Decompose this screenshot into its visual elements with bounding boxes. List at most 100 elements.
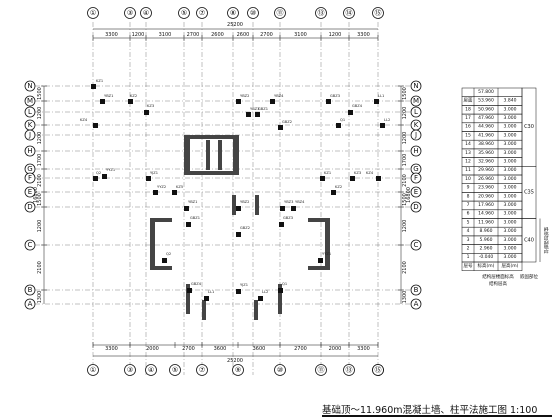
concrete-grade: C40: [524, 237, 534, 243]
column: [278, 288, 283, 293]
table-cell: 3.000: [504, 254, 517, 260]
axis-bubble-top: [178, 7, 190, 19]
axis-label-top: ⑪: [277, 9, 284, 17]
axis-label-top: ⑧: [230, 9, 236, 17]
axis-bubble-bottom: [169, 364, 181, 376]
table-cell: 23.960: [478, 185, 494, 191]
axis-label-right: D: [413, 203, 418, 211]
bottom-dim-text: 3300: [357, 346, 370, 352]
column-label: KZ3: [147, 104, 154, 108]
axis-bubble-right: [410, 186, 422, 198]
top-dim-text: 2600: [211, 32, 224, 38]
axis-label-right: L: [414, 108, 418, 116]
top-dim-text: 2700: [260, 32, 273, 38]
axis-label-left: K: [28, 121, 33, 129]
column-label: LL2: [262, 290, 268, 294]
top-dim-text: 3300: [357, 32, 370, 38]
column: [128, 99, 133, 104]
axis-label-top: ⑤: [181, 9, 187, 17]
axis-bubble-left: [24, 172, 36, 184]
table-cell: 57.800: [478, 89, 494, 95]
table-cell: 41.960: [478, 132, 494, 138]
table-cell: 3.000: [504, 115, 517, 121]
table-cell: 5.960: [480, 237, 493, 243]
axis-bubble-top: [343, 7, 355, 19]
axis-label-left: D: [27, 203, 32, 211]
embed-label: 嵌固部位: [520, 273, 538, 280]
table-cell: 7: [467, 202, 470, 208]
axis-label-bottom: ⑪: [318, 366, 325, 374]
table-cell: 3.000: [504, 228, 517, 234]
bottom-overall-dim: 25200: [227, 358, 243, 364]
axis-bubble-right: [410, 284, 422, 296]
bottom-dim-text: 3600: [253, 346, 266, 352]
column: [91, 84, 96, 89]
table-note: 结构层高: [489, 280, 507, 287]
shear-wall: [186, 284, 190, 314]
column: [146, 176, 151, 181]
right-dim-text: 1700: [402, 154, 408, 167]
shear-wall: [308, 266, 330, 270]
column-label: YJZ1: [150, 171, 158, 175]
column-label: Q1: [340, 118, 345, 122]
shear-wall: [184, 135, 239, 139]
axis-bubble-right: [410, 239, 422, 251]
column-label: LL2: [384, 118, 390, 122]
right-dim-text: 1300: [402, 291, 408, 304]
axis-bubble-bottom: [274, 364, 286, 376]
grid-lines: [35, 22, 410, 375]
axis-bubble-left: [24, 284, 36, 296]
shear-wall: [150, 218, 155, 270]
table-cell: 14.960: [478, 211, 494, 217]
column: [100, 99, 105, 104]
axis-label-right: N: [413, 82, 418, 90]
column: [376, 176, 381, 181]
bottom-dim-text: 3300: [105, 346, 118, 352]
axis-bubbles: ①③④⑤⑦⑧⑩⑪⑬⑭⑮①③④⑤⑦⑨⑩⑪⑬⑭⑮NMLKJHGFEDCBANMLKJ…: [24, 7, 422, 376]
column-label: YYZ2: [157, 185, 166, 189]
column-label: KZ2: [335, 185, 342, 189]
right-overall-dim: 16800: [406, 187, 412, 203]
axis-bubble-left: [24, 106, 36, 118]
table-cell: 3.000: [504, 245, 517, 251]
axis-bubble-right: [410, 172, 422, 184]
column-label: KZ5: [176, 185, 183, 189]
column: [236, 99, 241, 104]
shear-wall: [278, 284, 282, 314]
axis-label-right: A: [414, 300, 419, 308]
axis-label-top: ⑭: [346, 9, 353, 17]
table-cell: 50.960: [478, 106, 494, 112]
column-label: KZ4: [80, 118, 88, 122]
axis-label-bottom: ③: [127, 366, 133, 374]
table-cell: 17.960: [478, 202, 494, 208]
left-overall-dim: 16800: [33, 187, 39, 203]
bottom-dim-text: 2700: [294, 346, 307, 352]
axis-label-left: E: [28, 188, 32, 196]
axis-label-top: ⑬: [318, 9, 325, 17]
table-cell: 3.000: [504, 132, 517, 138]
table-cell: 15: [465, 132, 471, 138]
column-label: YBZ2: [240, 200, 249, 204]
table-cell: 8: [467, 193, 470, 199]
axis-label-bottom: ⑤: [172, 366, 178, 374]
axis-bubble-top: [140, 7, 152, 19]
concrete-grade: C35: [524, 189, 534, 195]
shear-wall: [255, 195, 259, 215]
column: [236, 289, 241, 294]
column-label: GBZ4: [352, 104, 363, 108]
column-label: YYZ1: [322, 252, 331, 256]
axis-label-bottom: ①: [90, 366, 96, 374]
table-cell: 3.000: [504, 193, 517, 199]
table-cell: 18: [465, 106, 471, 112]
axis-label-left: M: [27, 97, 33, 105]
table-cell: 3.000: [504, 185, 517, 191]
axis-label-left: B: [28, 286, 33, 294]
top-dim-text: 2700: [187, 32, 200, 38]
table-cell: 3.000: [504, 158, 517, 164]
left-dim-text: 1200: [37, 132, 43, 145]
column-label: YJZ1: [240, 283, 248, 287]
left-dim-text: 1300: [37, 291, 43, 304]
axis-bubble-top: [87, 7, 99, 19]
